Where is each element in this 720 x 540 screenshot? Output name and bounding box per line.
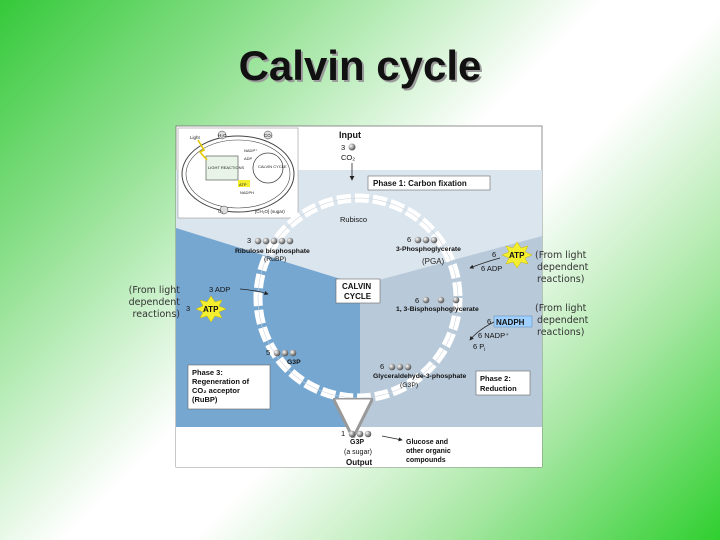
nadph-label: NADPH xyxy=(496,318,525,327)
pga-note: (PGA) xyxy=(422,257,445,266)
pi-right-label: 6 Pi xyxy=(473,342,485,353)
rubisco-label: Rubisco xyxy=(340,215,367,224)
inset-sugar-label: [CH₂O] (sugar) xyxy=(255,209,285,214)
g3p-qty: 6 xyxy=(380,362,384,371)
note-line: reactions) xyxy=(132,309,180,320)
input-label: Input xyxy=(339,130,361,140)
atp-left-label: ATP xyxy=(203,305,219,314)
bpg-molecule-icon xyxy=(422,296,460,304)
phase3-line2: Regeneration of xyxy=(192,377,250,386)
note-line: dependent xyxy=(128,297,180,308)
glucose-line1: Glucose and xyxy=(406,439,448,446)
atp-left-burst-icon xyxy=(195,295,227,323)
note-left: (From light dependent reactions) xyxy=(120,285,180,321)
nadp-right-label: 6 NADP⁺ xyxy=(478,331,509,340)
bpg-name: 1, 3-Bisphosphoglycerate xyxy=(396,306,479,313)
atp-left-qty: 3 xyxy=(186,304,190,313)
atp-right-qty: 6 xyxy=(492,250,496,259)
output-note: (a sugar) xyxy=(344,449,372,456)
rubp-qty: 3 xyxy=(247,236,251,245)
pga-qty: 6 xyxy=(407,235,411,244)
pga-name: 3-Phosphoglycerate xyxy=(396,246,461,253)
center-label-line1: CALVIN xyxy=(342,282,371,291)
note-right-top: (From light dependent reactions) xyxy=(535,250,588,286)
g3p-name: Glyceraldehyde-3-phosphate xyxy=(373,373,467,380)
note-line: (From light xyxy=(535,250,587,261)
output-molecule-icon xyxy=(348,430,372,438)
atp-right-burst-icon xyxy=(501,241,533,269)
note-line: dependent xyxy=(537,262,589,273)
phase3-line4: (RuBP) xyxy=(192,395,218,404)
g3p-abbr: (G3P) xyxy=(400,382,418,389)
chloroplast-inset: Light H₂O CO₂ LIGHT REACTIONS CALVIN CYC… xyxy=(177,127,299,219)
output-name: G3P xyxy=(350,439,364,446)
note-line: dependent xyxy=(537,315,589,326)
inset-h2o-label: H₂O xyxy=(218,133,227,138)
phase3-line3: CO₂ acceptor xyxy=(192,386,240,395)
inset-calvin-cycle-label: CALVIN CYCLE xyxy=(258,164,287,169)
center-label-box xyxy=(335,278,381,304)
inset-atp-label: ATP xyxy=(239,182,247,187)
atp-right-label: ATP xyxy=(509,251,525,260)
g3p5-molecule-icon xyxy=(273,349,297,357)
input-molecule: CO₂ xyxy=(341,153,355,162)
note-line: (From light xyxy=(535,303,587,314)
center-label-line2: CYCLE xyxy=(344,292,372,301)
phase2-line1: Phase 2: xyxy=(480,374,511,383)
rubp-molecule-icon xyxy=(254,237,294,245)
inset-nadph-label: NADPH xyxy=(240,190,254,195)
adp-right-label: 6 ADP xyxy=(481,264,502,273)
inset-light-label: Light xyxy=(190,135,201,140)
output-qty: 1 xyxy=(341,429,345,438)
adp-left-label: 3 ADP xyxy=(209,285,230,294)
phase1-label: Phase 1: Carbon fixation xyxy=(373,179,467,188)
slide-title: Calvin cycle xyxy=(238,42,482,89)
rubp-abbr: (RuBP) xyxy=(264,256,286,263)
nadph-box xyxy=(493,315,533,328)
g3p5-qty: 5 xyxy=(266,348,270,357)
note-line: reactions) xyxy=(537,274,585,285)
phase2-line2: Reduction xyxy=(480,384,517,393)
input-qty: 3 xyxy=(341,143,345,152)
bpg-qty: 6 xyxy=(415,296,419,305)
g3p-molecule-icon xyxy=(388,363,412,371)
inset-co2-label: CO₂ xyxy=(264,133,273,138)
inset-light-reactions-label: LIGHT REACTIONS xyxy=(208,165,244,170)
note-line: reactions) xyxy=(537,327,585,338)
glucose-line3: compounds xyxy=(406,457,446,464)
phase2-box xyxy=(475,370,531,396)
pga-molecule-icon xyxy=(414,236,438,244)
rubp-name: Ribulose bisphosphate xyxy=(235,248,310,255)
co2-molecule-icon xyxy=(348,143,356,151)
inset-o2-label: O₂ xyxy=(218,209,224,214)
note-right-bottom: (From light dependent reactions) xyxy=(535,303,588,339)
output-label: Output xyxy=(346,458,373,467)
phase3-box xyxy=(187,364,271,410)
phase3-line1: Phase 3: xyxy=(192,368,223,377)
g3p5-name: G3P xyxy=(287,359,301,366)
glucose-line2: other organic xyxy=(406,448,451,455)
nadph-qty: 6 xyxy=(487,317,491,326)
inset-adp-label: ADP xyxy=(244,156,253,161)
note-line: (From light xyxy=(128,285,180,296)
inset-nadp-label: NADP⁺ xyxy=(244,148,257,153)
phase1-box xyxy=(367,175,491,191)
